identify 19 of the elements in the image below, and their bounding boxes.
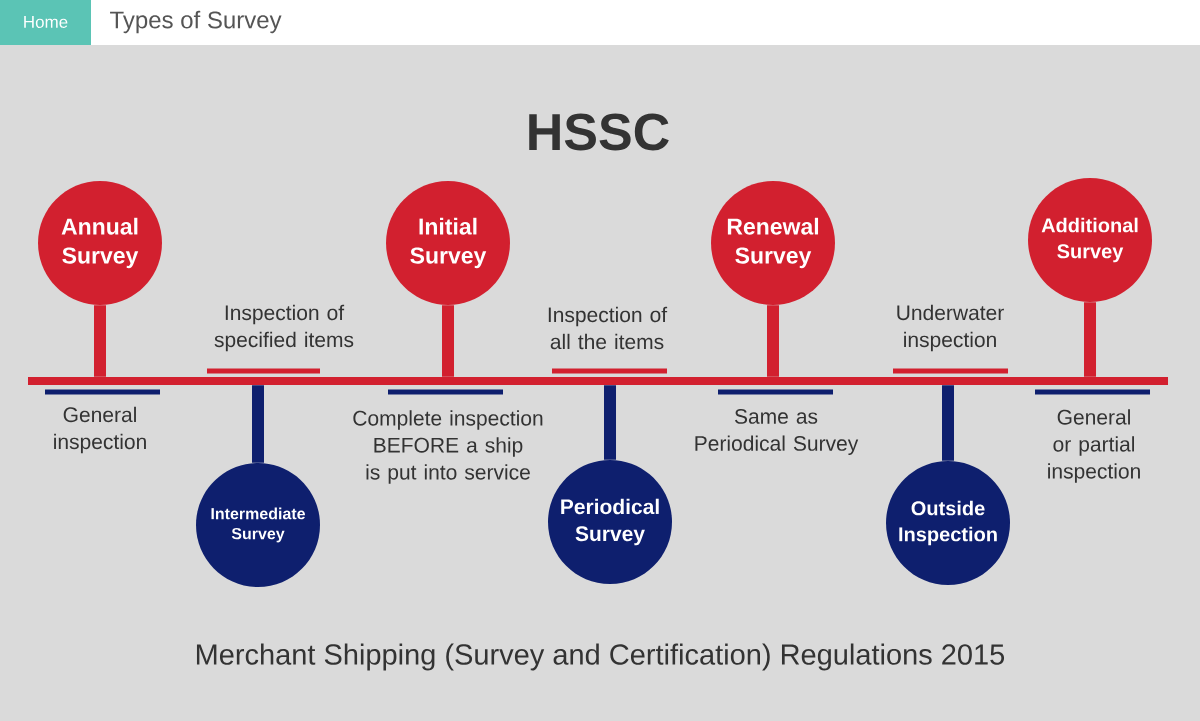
- stem: [767, 305, 779, 377]
- description-text: General or partial inspection: [1048, 409, 1140, 483]
- description-text: Same as Periodical Survey: [695, 409, 859, 455]
- stem: [442, 305, 454, 377]
- page-heading: Types of Survey: [110, 10, 282, 34]
- stem: [252, 385, 264, 463]
- stem: [94, 305, 106, 377]
- description-text: General inspection: [54, 406, 146, 454]
- title: HSSC: [529, 113, 669, 151]
- stem: [1084, 302, 1096, 377]
- description-text: Underwater inspection: [897, 304, 1004, 352]
- home-button: Home: [0, 0, 91, 45]
- caption: Merchant Shipping (Survey and Certification) Regulations 2015: [196, 643, 1005, 671]
- stem: [942, 385, 954, 461]
- description-text: Inspection of specified items: [214, 304, 354, 352]
- description-text: Inspection of all the items: [548, 306, 668, 350]
- stem: [604, 385, 616, 460]
- description-text: Complete inspection BEFORE a ship is put into service: [353, 410, 543, 484]
- timeline-bar: [28, 377, 1168, 385]
